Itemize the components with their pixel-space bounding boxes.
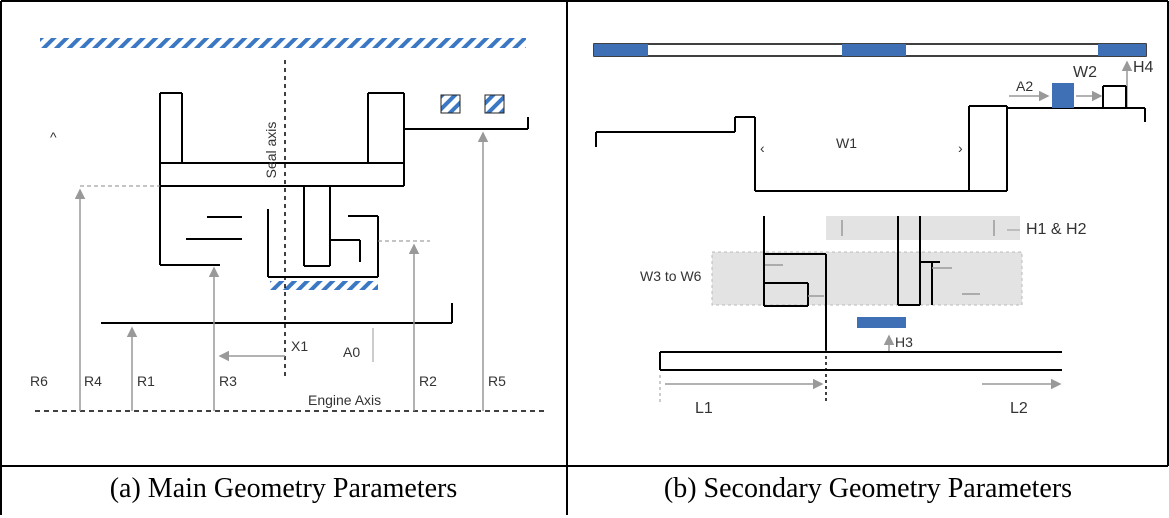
caption-secondary-geometry: (b) Secondary Geometry Parameters (663, 473, 1073, 504)
caption-main-geometry: (a) Main Geometry Parameters (109, 473, 458, 504)
r6-label: R6 (30, 373, 48, 389)
r2-label: R2 (419, 373, 437, 389)
r5-label: R5 (488, 373, 506, 389)
engine-axis-label: Engine Axis (308, 392, 381, 408)
shaft (659, 351, 1062, 371)
blue-block (1052, 83, 1074, 108)
x1-label: X1 (291, 338, 308, 354)
panel-b-drawing: H4 A2 W2 W1 ‹ › (593, 43, 1154, 417)
shade-h1-h2 (826, 216, 1020, 240)
hatch-square-1 (440, 94, 461, 114)
seal-body (159, 92, 529, 278)
shade-w3-w6 (711, 251, 1023, 306)
seal-axis-label: Seal axis (263, 122, 279, 179)
top-bar-segment (842, 44, 906, 56)
h3-label: H3 (895, 334, 913, 350)
stator-hatch (40, 38, 526, 48)
l2-label: L2 (1010, 400, 1028, 417)
top-bar-segment (594, 44, 648, 56)
hatch-square-2 (484, 94, 505, 114)
a2-label: A2 (1016, 78, 1033, 94)
stator-profile (595, 85, 1146, 192)
rotor-hatch (270, 281, 378, 290)
w1-label: W1 (836, 135, 857, 151)
blue-strip (857, 317, 906, 328)
w3-w6-label: W3 to W6 (640, 268, 702, 284)
w3-w6-arrows (765, 264, 980, 297)
l1-label: L1 (695, 400, 713, 417)
r3-label: R3 (219, 373, 237, 389)
w2-label: W2 (1073, 64, 1097, 81)
top-bar-segment (1098, 44, 1146, 56)
tick-mark: ^ (50, 129, 57, 145)
r1-label: R1 (137, 373, 155, 389)
svg-text:›: › (958, 140, 963, 156)
h1-h2-label: H1 & H2 (1026, 221, 1087, 238)
h4-label: H4 (1133, 59, 1154, 76)
svg-text:‹: ‹ (760, 140, 765, 156)
r4-label: R4 (84, 373, 102, 389)
a0-label: A0 (343, 344, 360, 360)
radius-arrows (74, 131, 489, 411)
rotor-fins (763, 216, 940, 350)
panel-a-drawing: Seal axis Engine Axis ^ X1 A0 R6 R4 R1 R… (30, 38, 545, 412)
